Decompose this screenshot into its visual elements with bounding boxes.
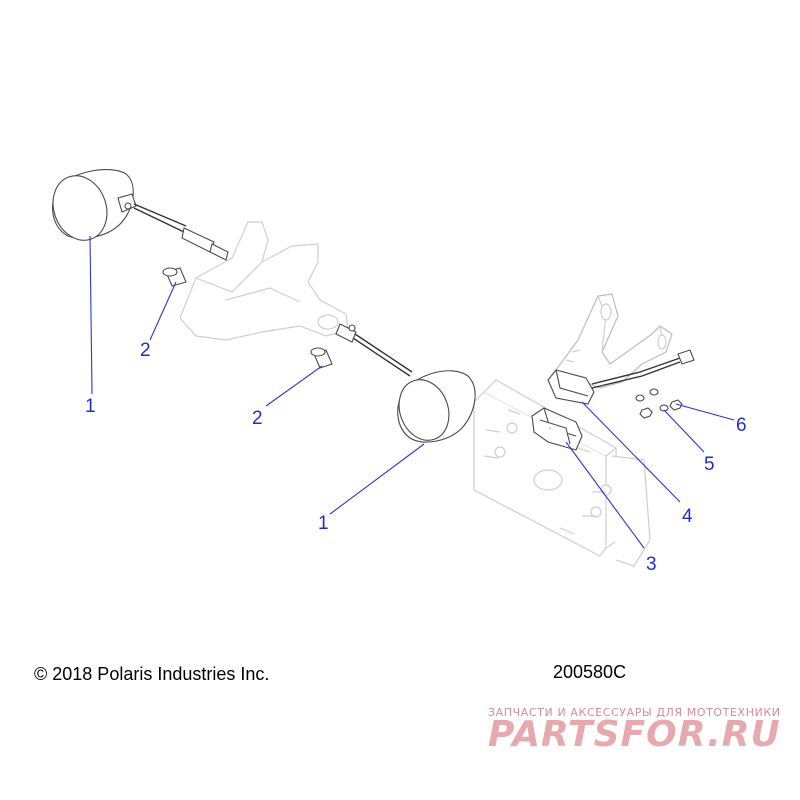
lamp-housing xyxy=(547,349,695,405)
watermark-brand: PARTSFOR.RU xyxy=(488,714,781,755)
copyright-notice: © 2018 Polaris Industries Inc. xyxy=(34,664,270,684)
turn-signal-lamp-upper xyxy=(52,169,229,261)
washers xyxy=(635,388,669,412)
mounting-bracket xyxy=(179,221,349,341)
callout-4: 4 xyxy=(682,506,693,527)
callout-2-lower: 2 xyxy=(252,408,263,429)
diagram-part-number: 200580C xyxy=(553,662,627,682)
callout-1-lower: 1 xyxy=(318,513,329,534)
leader-lines xyxy=(89,235,735,549)
fastener-upper xyxy=(162,267,187,287)
callout-6: 6 xyxy=(736,415,747,436)
callout-1-upper: 1 xyxy=(85,396,96,417)
watermark-tagline: ЗАПЧАСТИ И АКСЕССУАРЫ ДЛЯ МОТОТЕХНИКИ xyxy=(488,706,781,719)
callout-3: 3 xyxy=(646,554,657,575)
nuts xyxy=(639,399,683,419)
turn-signal-lamp-lower xyxy=(335,323,476,443)
fastener-lower xyxy=(310,347,333,369)
callout-5: 5 xyxy=(704,454,715,475)
license-lamp xyxy=(531,407,583,451)
callout-2-upper: 2 xyxy=(140,340,151,361)
